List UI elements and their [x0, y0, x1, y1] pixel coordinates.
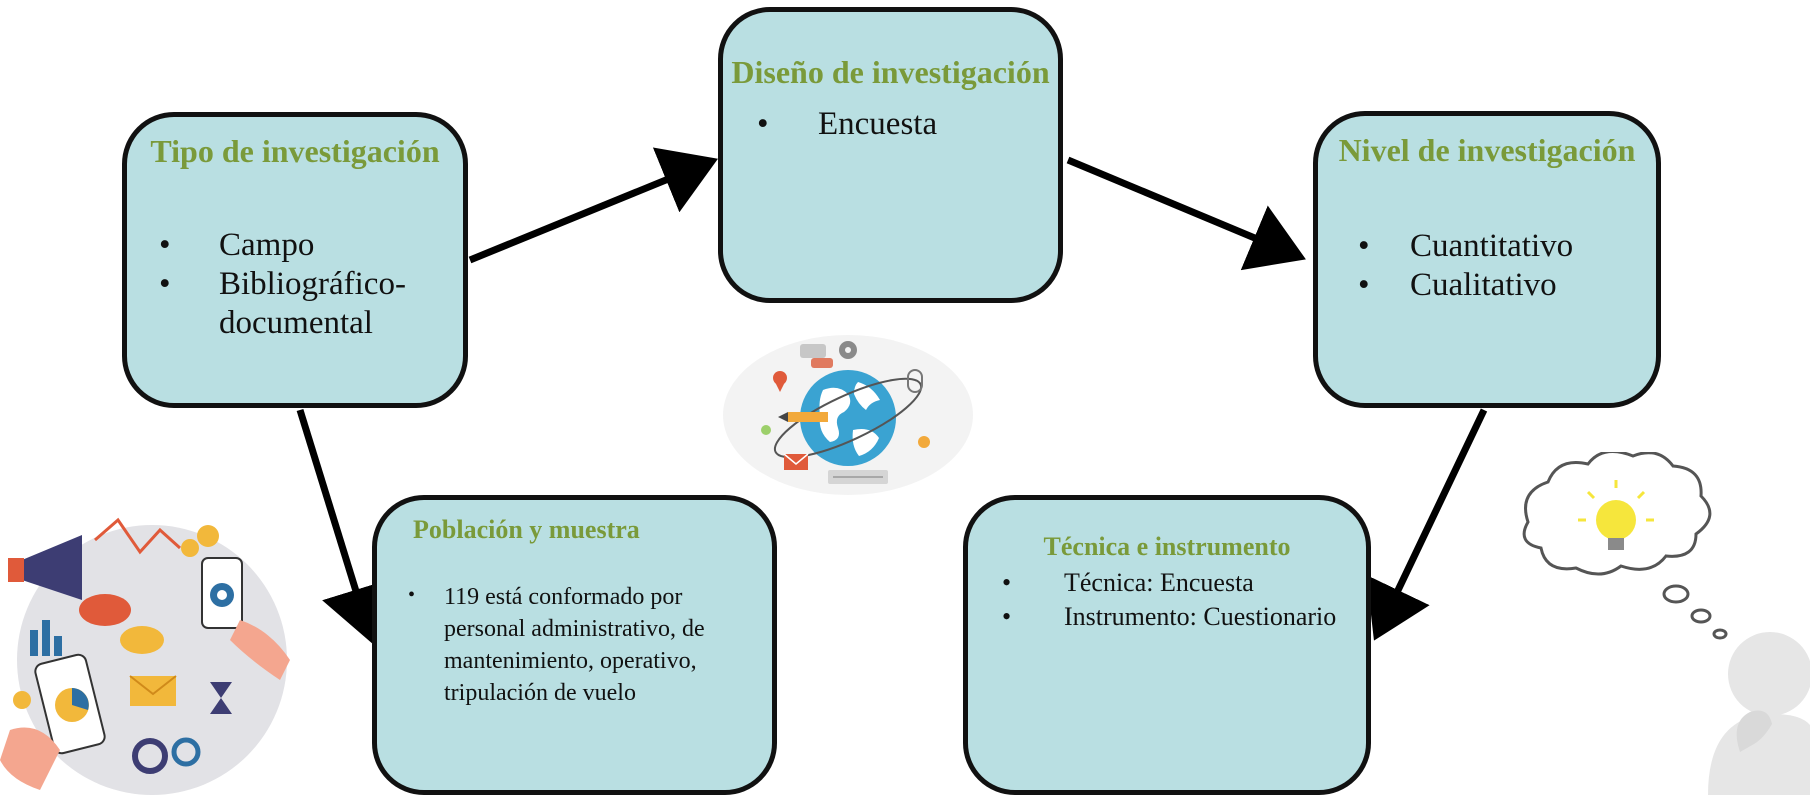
- envelope-icon: [783, 453, 809, 470]
- tecnica-instrumento-title: Técnica e instrumento: [1043, 532, 1291, 561]
- list-item: •Técnica: Encuesta: [968, 566, 1366, 600]
- mouse-icon: [907, 369, 923, 393]
- trend-line-icon: [94, 517, 182, 555]
- location-pin-icon: [773, 371, 787, 392]
- nivel-investigacion-card: Nivel de investigación •Cuantitativo •Cu…: [1313, 111, 1661, 408]
- bullet-icon: •: [1358, 266, 1370, 303]
- pencil-icon: [778, 412, 828, 422]
- thinking-person-icon: [1708, 632, 1810, 795]
- tecnica-instrumento-card: Técnica e instrumento •Técnica: Encuesta…: [963, 495, 1371, 795]
- lightbulb-icon: [1578, 480, 1654, 550]
- chat-bubble-icon: [800, 344, 833, 368]
- poblacion-muestra-title: Población y muestra: [413, 515, 640, 544]
- phone-in-hand-icon: [0, 653, 106, 790]
- diseno-investigacion-list: •Encuesta: [723, 106, 1058, 143]
- tipo-investigacion-list: •Campo •Bibliográfico-documental: [127, 226, 463, 343]
- tipo-investigacion-title: Tipo de investigación: [150, 133, 440, 169]
- bullet-icon: •: [1358, 227, 1370, 264]
- thinking-person-lightbulb-illustration: [1522, 452, 1810, 795]
- arrow-diseno-to-nivel: [1066, 156, 1306, 271]
- nivel-investigacion-list: •Cuantitativo •Cualitativo: [1318, 227, 1656, 305]
- gear-icon: [132, 737, 201, 774]
- bullet-icon: •: [1002, 567, 1012, 597]
- bullet-icon: •: [159, 226, 171, 263]
- tipo-investigacion-card: Tipo de investigación •Campo •Bibliográf…: [122, 112, 468, 408]
- bullet-icon: •: [159, 265, 171, 302]
- list-item: •Bibliográfico-documental: [159, 265, 406, 341]
- diseno-investigacion-card: Diseño de investigación •Encuesta: [718, 7, 1063, 303]
- list-item: •Cuantitativo: [1358, 227, 1574, 264]
- bullet-icon: •: [1002, 602, 1012, 632]
- poblacion-muestra-card: Población y muestra •119 está conformado…: [372, 495, 777, 795]
- diseno-investigacion-title: Diseño de investigación: [731, 54, 1050, 90]
- arrow-tipo-to-poblacion: [296, 408, 390, 644]
- megaphone-icon: [8, 535, 82, 600]
- chat-bubble-icon: [79, 594, 164, 654]
- tecnica-instrumento-list: •Técnica: Encuesta •Instrumento: Cuestio…: [968, 566, 1366, 635]
- envelope-icon: [129, 675, 177, 706]
- hand-icon: [230, 620, 290, 680]
- list-item: •Encuesta: [757, 106, 938, 143]
- globe-technology-illustration: [723, 335, 973, 495]
- hourglass-icon: [210, 682, 232, 714]
- arrow-tipo-to-diseno: [468, 147, 718, 264]
- poblacion-muestra-list: •119 está conformado por personal admini…: [377, 582, 772, 710]
- digital-marketing-illustration: [0, 517, 290, 795]
- list-item: •Campo: [159, 226, 315, 263]
- smartphone-icon: [201, 557, 243, 629]
- arrow-nivel-to-tecnica: [1366, 408, 1488, 641]
- dollar-icon: [181, 525, 219, 557]
- keyboard-icon: [828, 470, 888, 484]
- list-item: •Cualitativo: [1358, 266, 1557, 303]
- bullet-icon: •: [408, 584, 416, 607]
- globe-icon: [773, 370, 923, 466]
- gear-icon: [839, 341, 857, 359]
- list-item: •119 está conformado por personal admini…: [408, 584, 705, 707]
- nivel-investigacion-title: Nivel de investigación: [1338, 132, 1636, 168]
- bullet-icon: •: [757, 106, 769, 143]
- list-item: •Instrumento: Cuestionario: [968, 600, 1366, 634]
- chart-bars-icon: [30, 620, 62, 656]
